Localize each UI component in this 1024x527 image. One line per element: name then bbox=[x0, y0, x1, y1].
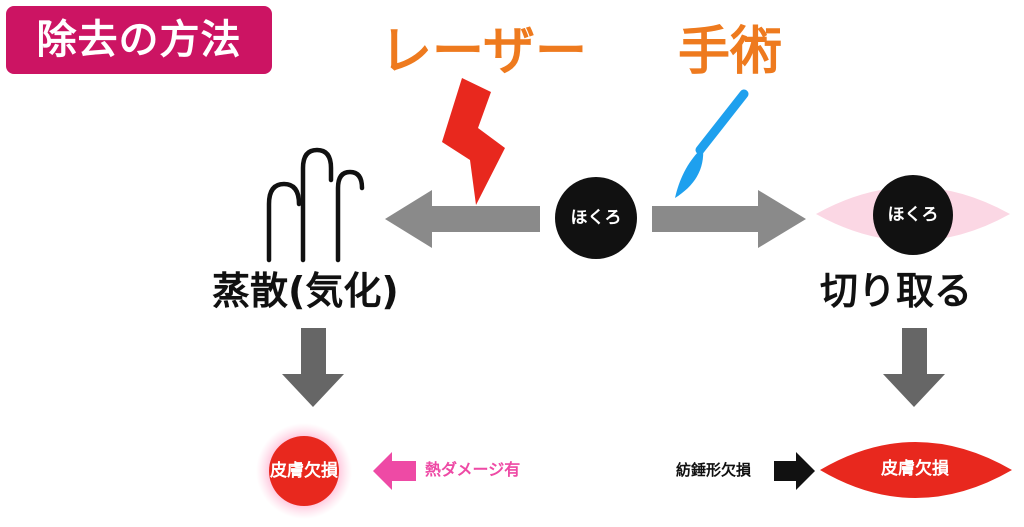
arrow-right bbox=[652, 190, 806, 248]
skin-defect-round bbox=[269, 436, 339, 506]
page-title: 除去の方法 bbox=[6, 6, 272, 74]
method-laser-label: レーザー bbox=[380, 22, 587, 82]
arrow-down-left bbox=[282, 328, 344, 407]
mole-center: ほくろ bbox=[555, 177, 637, 259]
heat-arrow bbox=[373, 452, 416, 490]
skin-defect-label-left: 皮膚欠損 bbox=[270, 461, 338, 481]
evaporation-label: 蒸散(気化) bbox=[212, 269, 399, 313]
skin-defect-spindle bbox=[820, 442, 1012, 498]
skin-defect-label-right: 皮膚欠損 bbox=[881, 459, 949, 479]
arrow-down-right bbox=[883, 328, 945, 407]
heat-damage-note: 熱ダメージ有 bbox=[425, 460, 521, 479]
scalpel-icon bbox=[675, 89, 749, 198]
spindle-arrow bbox=[774, 452, 815, 490]
mole-excision: ほくろ bbox=[873, 175, 953, 255]
arrow-left bbox=[385, 190, 540, 248]
lightning-icon bbox=[442, 78, 505, 205]
excision-label: 切り取る bbox=[820, 269, 973, 313]
spindle-defect-note: 紡錘形欠損 bbox=[676, 461, 752, 479]
vapor-icon bbox=[266, 147, 365, 263]
method-surgery-label: 手術 bbox=[678, 22, 783, 82]
